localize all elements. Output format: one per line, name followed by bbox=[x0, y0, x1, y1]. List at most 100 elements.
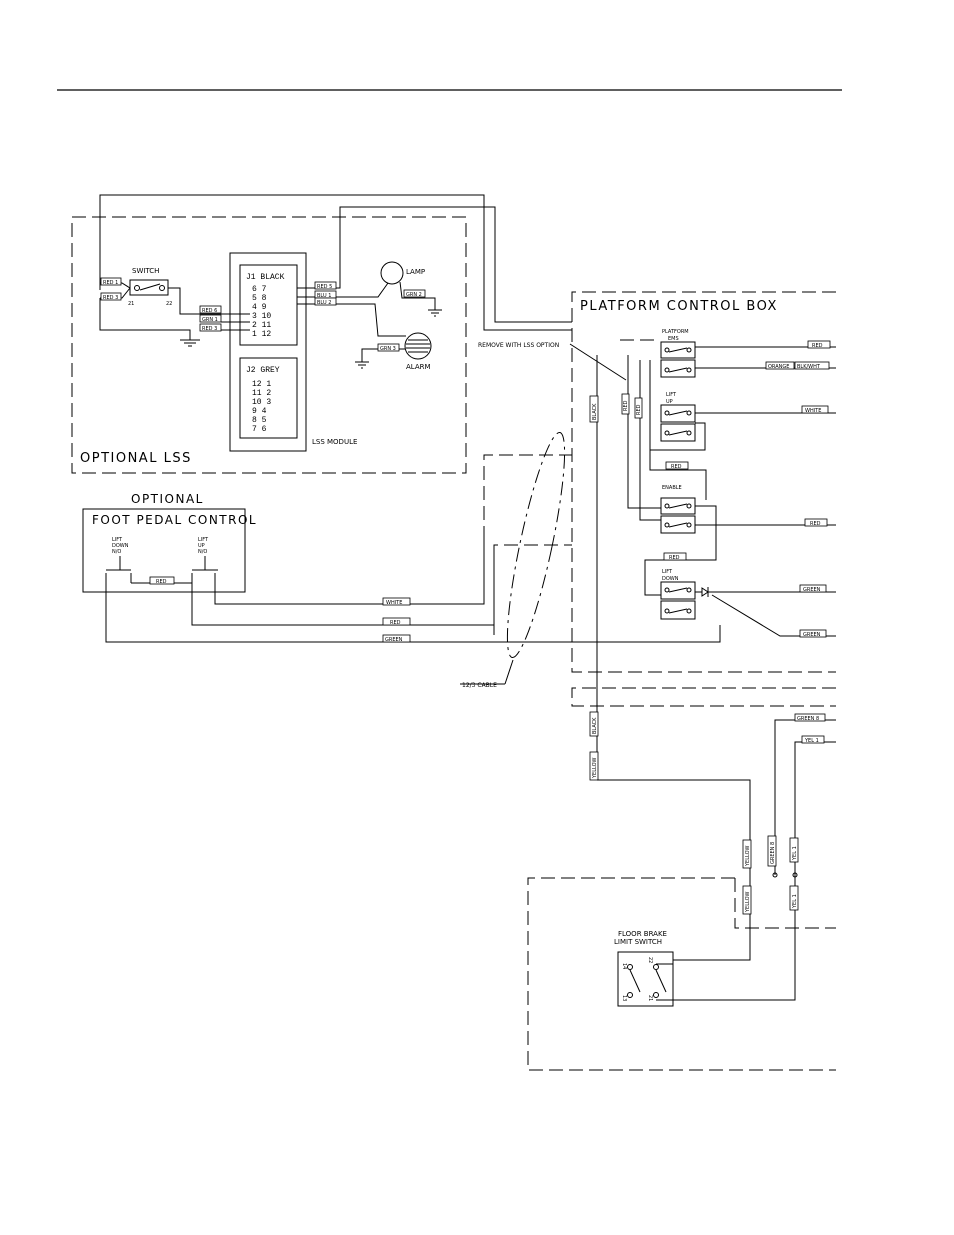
svg-text:ORANGE: ORANGE bbox=[768, 364, 789, 370]
j1-row-4: 3 10 bbox=[252, 312, 271, 321]
red1-wire bbox=[99, 194, 572, 331]
tag-blkwht: BLK/WHT bbox=[794, 361, 830, 370]
j2-row-3: 10 3 bbox=[252, 398, 271, 407]
floor-brake-title-2: LIMIT SWITCH bbox=[614, 938, 662, 946]
tag-red-enable: RED bbox=[804, 518, 828, 527]
j2-row-1: 12 1 bbox=[252, 380, 271, 389]
svg-text:YELLOW: YELLOW bbox=[745, 891, 751, 913]
ems-label-2: EMS bbox=[668, 336, 679, 342]
floor-brake-boundary bbox=[527, 877, 836, 1071]
optional-lss-section: OPTIONAL LSS SWITCH 21 22 RED 1 RED 3 RE… bbox=[71, 194, 572, 474]
svg-text:RED: RED bbox=[636, 404, 642, 415]
tag-yel1-v: YEL 1 bbox=[789, 837, 799, 863]
alarm-label: ALARM bbox=[406, 363, 431, 371]
svg-text:GREEN: GREEN bbox=[803, 587, 821, 593]
switch-pin-22: 22 bbox=[166, 301, 172, 307]
lift-down-label-1: LIFT bbox=[662, 569, 673, 575]
foot-pedal-section: OPTIONAL FOOT PEDAL CONTROL LIFT DOWN N/… bbox=[82, 492, 721, 643]
cable-label: 12/3 CABLE bbox=[462, 682, 497, 689]
svg-text:WHITE: WHITE bbox=[386, 600, 402, 606]
svg-text:RED: RED bbox=[669, 555, 680, 561]
j1-connector bbox=[239, 264, 298, 346]
platform-title: PLATFORM CONTROL BOX bbox=[580, 299, 778, 314]
tag-yel1: YEL 1 bbox=[801, 735, 825, 744]
tag-red3a: RED 3 bbox=[100, 292, 122, 301]
tag-red3b: RED 3 bbox=[199, 323, 222, 332]
tag-black2: BLACK bbox=[589, 711, 599, 737]
j2-row-6: 7 6 bbox=[252, 425, 267, 434]
tag-fp-green: GREEN bbox=[382, 634, 411, 643]
svg-text:GRN 2: GRN 2 bbox=[406, 292, 422, 298]
tag-yellow: YELLOW bbox=[589, 751, 599, 781]
floor-brake-switch bbox=[617, 951, 674, 1007]
tag-red-v1: RED bbox=[621, 393, 630, 415]
switch-label: SWITCH bbox=[132, 267, 159, 275]
fp-lift-down-3: N/O bbox=[112, 549, 121, 555]
fp-lift-down-1: LIFT bbox=[112, 537, 123, 543]
floor-brake-section: FLOOR BRAKE LIMIT SWITCH 14 22 13 21 bbox=[527, 877, 836, 1071]
tag-red-low: RED bbox=[663, 552, 687, 561]
svg-text:RED: RED bbox=[390, 620, 401, 626]
j1-row-3: 4 9 bbox=[252, 303, 267, 312]
j2-row-4: 9 4 bbox=[252, 407, 267, 416]
svg-text:RED: RED bbox=[812, 343, 823, 349]
tag-fp-red: RED bbox=[149, 576, 175, 585]
switch-terminal-21 bbox=[134, 285, 140, 291]
alarm-icon bbox=[404, 332, 432, 360]
tag-grn1: GRN 1 bbox=[199, 314, 222, 323]
fp-lift-up-2: UP bbox=[198, 543, 205, 549]
tag-black: BLACK bbox=[589, 395, 599, 423]
svg-text:RED 6: RED 6 bbox=[202, 308, 217, 314]
svg-text:WHITE: WHITE bbox=[805, 408, 821, 414]
tag-white: WHITE bbox=[801, 405, 829, 414]
fp-lift-up-3: N/O bbox=[198, 549, 207, 555]
enable-label: ENABLE bbox=[662, 485, 682, 491]
lss-title: OPTIONAL LSS bbox=[80, 451, 192, 466]
lift-up-label-2: UP bbox=[666, 399, 673, 405]
svg-text:YEL 1: YEL 1 bbox=[792, 894, 798, 909]
svg-text:BLU 1: BLU 1 bbox=[317, 293, 331, 299]
svg-text:BLACK: BLACK bbox=[592, 403, 598, 420]
lss-module-outer bbox=[229, 252, 307, 452]
lift-up-label-1: LIFT bbox=[666, 392, 677, 398]
tag-yel1-v2: YEL 1 bbox=[789, 885, 799, 911]
foot-pedal-optional: OPTIONAL bbox=[131, 492, 204, 506]
svg-text:BLACK: BLACK bbox=[592, 717, 598, 734]
platform-lower-boundary bbox=[571, 687, 836, 707]
svg-text:GREEN: GREEN bbox=[385, 637, 403, 643]
tag-red-v2: RED bbox=[634, 397, 643, 419]
switch-terminal-22 bbox=[159, 285, 165, 291]
svg-text:GRN 1: GRN 1 bbox=[202, 317, 218, 323]
platform-boundary bbox=[571, 291, 836, 673]
j1-row-6: 1 12 bbox=[252, 330, 271, 339]
j2-row-2: 11 2 bbox=[252, 389, 271, 398]
tag-pcb-red: RED bbox=[807, 340, 831, 349]
svg-text:RED: RED bbox=[671, 464, 682, 470]
tag-green8: GREEN 8 bbox=[794, 713, 826, 722]
tag-orange: ORANGE bbox=[765, 361, 795, 370]
j2-connector bbox=[239, 357, 298, 439]
ems-label-1: PLATFORM bbox=[662, 329, 689, 335]
j2-row-5: 8 5 bbox=[252, 416, 267, 425]
lamp-label: LAMP bbox=[406, 268, 425, 276]
tag-green1: GREEN bbox=[799, 584, 827, 593]
svg-text:YELLOW: YELLOW bbox=[592, 757, 598, 779]
lift-down-label-2: DOWN bbox=[662, 576, 679, 582]
lamp-icon bbox=[380, 261, 404, 285]
svg-text:YEL 1: YEL 1 bbox=[792, 846, 798, 861]
tag-blu2: BLU 2 bbox=[314, 297, 337, 306]
fb-pin-13: 13 bbox=[621, 995, 627, 1001]
svg-text:RED 3: RED 3 bbox=[103, 295, 118, 301]
svg-text:BLK/WHT: BLK/WHT bbox=[797, 364, 821, 370]
svg-text:RED 3: RED 3 bbox=[202, 326, 217, 332]
svg-text:GRN 3: GRN 3 bbox=[380, 346, 396, 352]
j1-row-5: 2 11 bbox=[252, 321, 271, 330]
tag-grn3: GRN 3 bbox=[377, 343, 400, 352]
cable-bundle-outline bbox=[506, 431, 566, 659]
lss-module-label: LSS MODULE bbox=[312, 438, 357, 446]
svg-text:RED: RED bbox=[156, 579, 167, 585]
lss-boundary bbox=[71, 216, 467, 474]
svg-text:GREEN: GREEN bbox=[803, 632, 821, 638]
j1-row-2: 5 8 bbox=[252, 294, 267, 303]
